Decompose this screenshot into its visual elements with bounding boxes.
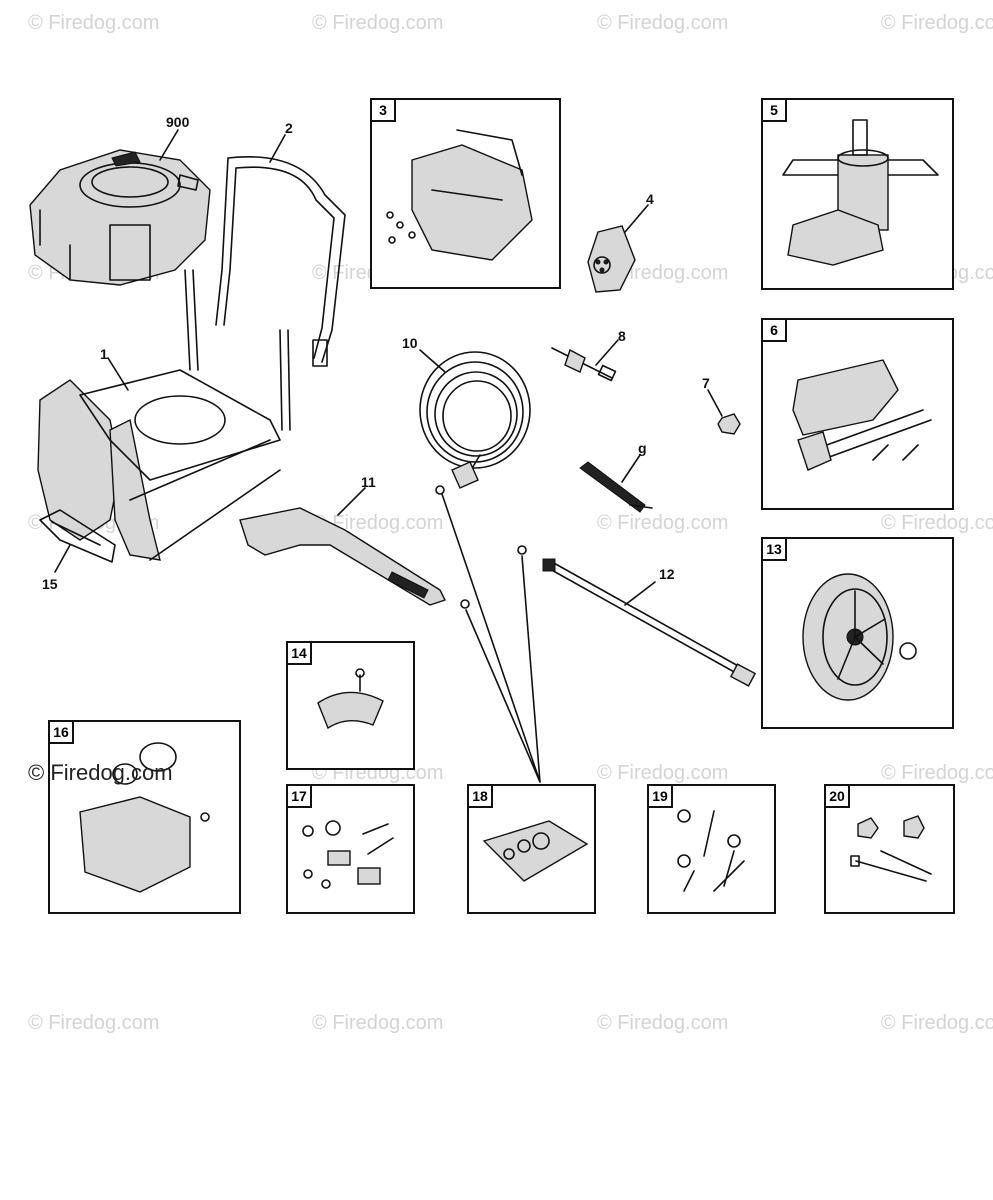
watermark: © Firedog.com — [597, 512, 729, 534]
seal-kit-leaders — [441, 493, 541, 783]
callout-10: 10 — [402, 335, 418, 351]
callout-leader — [159, 129, 179, 161]
callout-15: 15 — [42, 576, 58, 592]
hose-drawing — [419, 351, 531, 495]
watermark: © Firedog.com — [312, 12, 444, 34]
nozzle-drawing — [587, 225, 636, 293]
fitting-drawing — [551, 347, 617, 382]
part-box-6: 6 — [761, 318, 954, 510]
box-number: 3 — [370, 98, 396, 122]
strap-drawing — [579, 461, 653, 513]
callout-leader — [595, 339, 619, 366]
callout-leader — [54, 544, 71, 573]
watermark: © Firedog.com — [881, 512, 993, 534]
callout-11: 11 — [361, 474, 376, 490]
callout-leader — [624, 581, 656, 606]
callout-leader — [269, 134, 286, 163]
callout-12: 12 — [659, 566, 675, 582]
wheel-drawing — [802, 573, 917, 701]
box-number: 16 — [48, 720, 74, 744]
part-box-20: 20 — [824, 784, 955, 914]
box-number: 6 — [761, 318, 787, 342]
hardware-17-drawing — [302, 820, 394, 889]
part-box-17: 17 — [286, 784, 415, 914]
handle-drawing — [215, 156, 346, 367]
part-box-5: 5 — [761, 98, 954, 290]
callout-leader — [419, 349, 446, 373]
frame-drawing — [37, 269, 291, 561]
box-number: 19 — [647, 784, 673, 808]
watermark: © Firedog.com — [597, 12, 729, 34]
callout-leader — [337, 487, 366, 516]
spray-gun-drawing — [239, 507, 470, 609]
watermark: © Firedog.com — [597, 1012, 729, 1034]
knob-hardware-drawing — [850, 815, 932, 882]
watermark: © Firedog.com — [312, 1012, 444, 1034]
callout-4: 4 — [646, 191, 654, 207]
callout-9: g — [638, 440, 647, 456]
copyright-notice: © Firedog.com — [28, 760, 173, 785]
callout-leader — [621, 454, 641, 483]
nut-drawing — [717, 413, 741, 435]
part-box-14: 14 — [286, 641, 415, 770]
box-number: 18 — [467, 784, 493, 808]
box-number: 13 — [761, 537, 787, 561]
callout-7: 7 — [702, 375, 710, 391]
part-box-19: 19 — [647, 784, 776, 914]
pump-drawing — [782, 119, 939, 266]
manifold-drawing — [792, 359, 932, 471]
part-box-13: 13 — [761, 537, 954, 729]
box-number: 5 — [761, 98, 787, 122]
watermark: © Firedog.com — [597, 762, 729, 784]
part-box-18: 18 — [467, 784, 596, 914]
callout-900: 900 — [166, 114, 190, 130]
callout-leader — [107, 357, 129, 391]
box-number: 17 — [286, 784, 312, 808]
watermark: © Firedog.com — [28, 1012, 160, 1034]
watermark: © Firedog.com — [881, 762, 993, 784]
bracket-drawing — [386, 129, 533, 261]
wand-drawing — [517, 545, 757, 687]
hardware-19-drawing — [677, 809, 745, 892]
part-box-3: 3 — [370, 98, 561, 289]
watermark: © Firedog.com — [312, 512, 444, 534]
part-box-16: 16 — [48, 720, 241, 914]
watermark: © Firedog.com — [881, 1012, 993, 1034]
callout-2: 2 — [285, 120, 293, 136]
fuel-tank-drawing — [79, 742, 210, 893]
box-number: 20 — [824, 784, 850, 808]
callout-leader — [707, 389, 723, 417]
engine-drawing — [29, 149, 211, 286]
callout-1: 1 — [100, 346, 108, 362]
panel-drawing — [39, 509, 116, 563]
seal-kit-drawing — [482, 820, 589, 882]
watermark: © Firedog.com — [28, 12, 160, 34]
box-number: 14 — [286, 641, 312, 665]
callout-leader — [624, 204, 649, 233]
watermark: © Firedog.com — [881, 12, 993, 34]
callout-8: 8 — [618, 328, 626, 344]
cover-drawing — [317, 668, 384, 730]
